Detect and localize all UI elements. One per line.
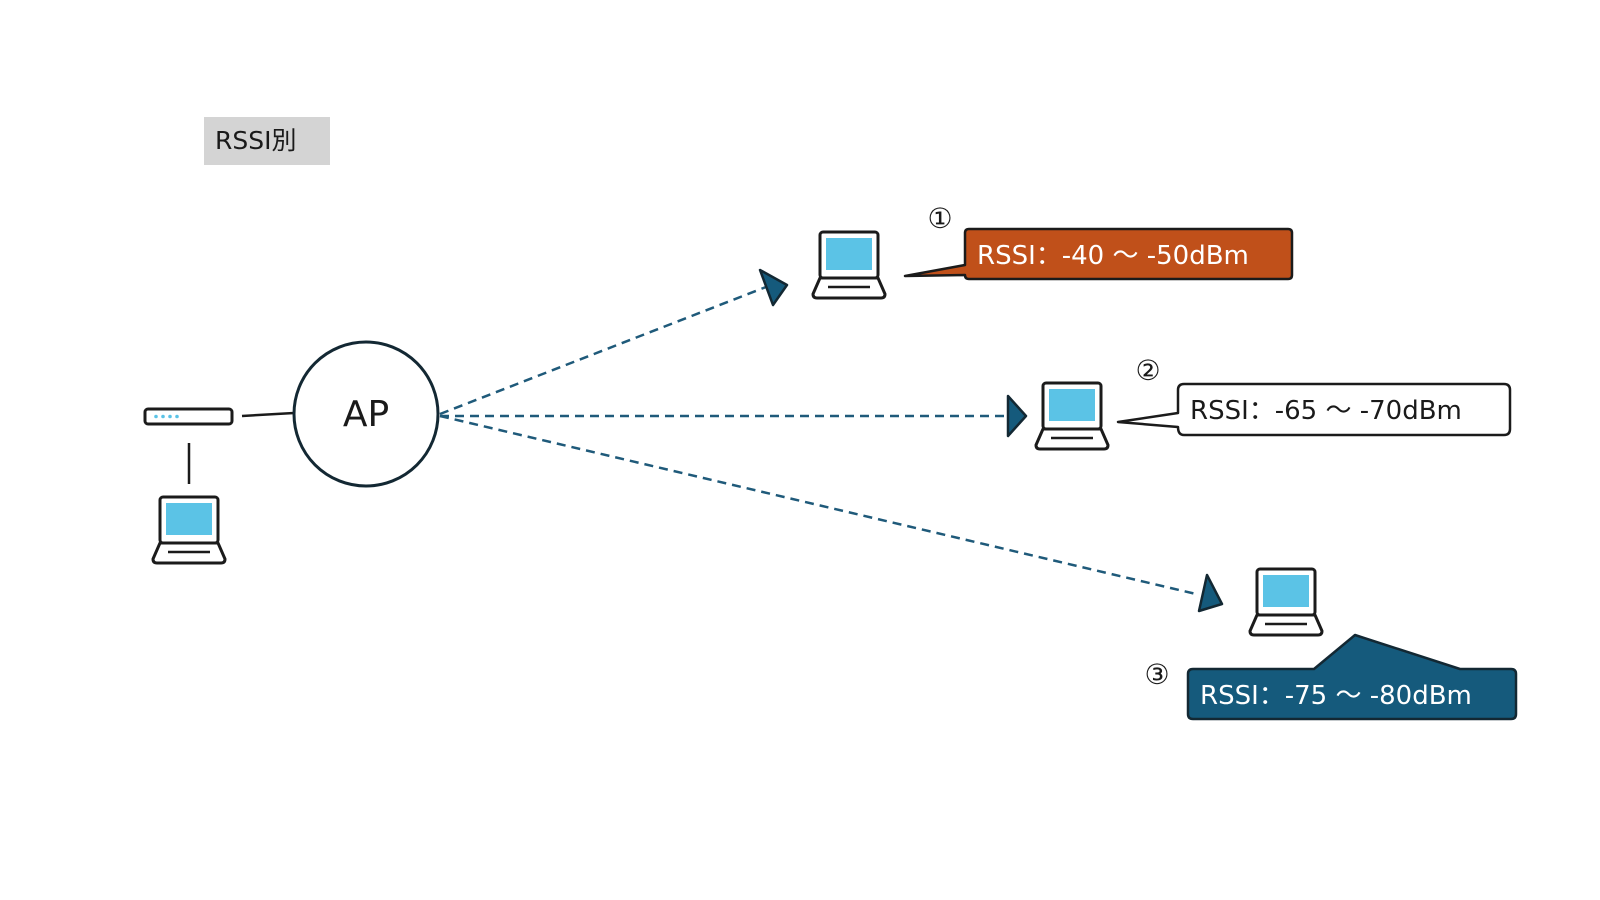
switch-icon	[143, 407, 234, 426]
switch-to-ap-cable	[241, 411, 295, 418]
rssi-callout-1: RSSI：-40 ～ -50dBm	[903, 227, 1294, 281]
laptop-icon	[811, 230, 887, 300]
title-box: RSSI別	[204, 117, 330, 165]
title-text: RSSI別	[215, 126, 296, 155]
ap-node: AP	[292, 340, 440, 488]
signal-line-1	[439, 268, 789, 416]
marker-2: ②	[1135, 354, 1160, 387]
laptop-icon	[1034, 381, 1110, 451]
rssi-label-2: RSSI：-65 ～ -70dBm	[1190, 396, 1462, 426]
marker-1: ①	[927, 202, 952, 235]
rssi-callout-2: RSSI：-65 ～ -70dBm	[1116, 382, 1512, 437]
laptop-icon	[1248, 567, 1324, 637]
marker-3: ③	[1144, 658, 1169, 691]
rssi-label-3: RSSI：-75 ～ -80dBm	[1200, 681, 1472, 711]
signal-line-3	[439, 414, 1224, 613]
rssi-callout-3: RSSI：-75 ～ -80dBm	[1186, 633, 1518, 721]
laptop-icon	[151, 495, 227, 565]
rssi-label-1: RSSI：-40 ～ -50dBm	[977, 241, 1249, 271]
ap-label: AP	[343, 394, 389, 435]
signal-line-2	[440, 394, 1028, 438]
